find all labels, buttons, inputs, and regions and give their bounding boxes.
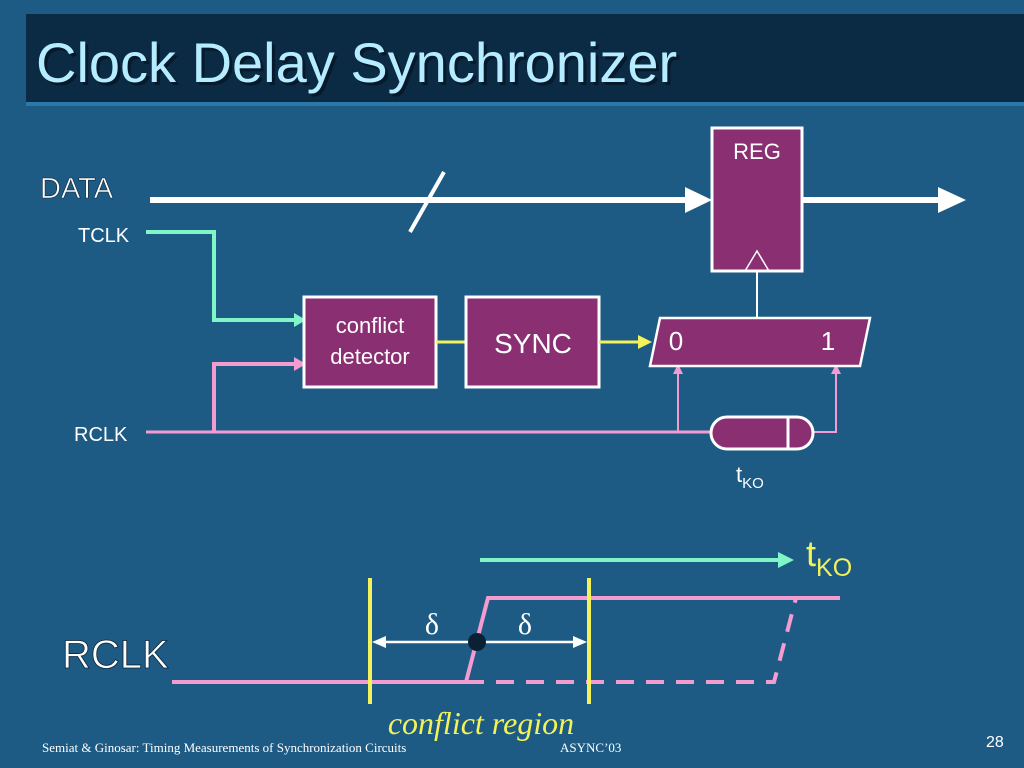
delayed-rclk-wire — [812, 372, 837, 433]
tclk-label: TCLK — [78, 225, 130, 247]
data-label: DATA — [40, 173, 114, 205]
bus-slash — [408, 171, 446, 233]
delay-label: tKO — [736, 462, 764, 492]
rclk-label: RCLK — [74, 424, 128, 446]
reg-label: REG — [733, 139, 781, 164]
conflict-detector-block — [302, 295, 438, 389]
edge-dot — [468, 633, 486, 651]
conflict-detector-line2: detector — [330, 344, 410, 369]
timing-rclk-label: RCLK — [62, 633, 169, 677]
slide-title: Clock Delay Synchronizer — [36, 31, 678, 94]
rclk-detector-arrowhead — [294, 357, 306, 371]
clock-input-triangle — [744, 249, 770, 272]
tko-label: tKO — [806, 533, 852, 582]
sync-label: SYNC — [494, 328, 572, 359]
title-underline — [26, 102, 1024, 106]
delta-arrow-right — [573, 636, 587, 648]
footer-conference: ASYNC’03 — [560, 740, 622, 755]
sync-arrowhead — [638, 335, 652, 349]
delta-arrow-left — [372, 636, 386, 648]
delta-right: δ — [518, 608, 532, 641]
output-arrowhead — [938, 187, 966, 213]
conflict-detector-line1: conflict — [336, 313, 404, 338]
title-bar — [26, 14, 1024, 102]
data-arrowhead — [685, 187, 712, 213]
mux0-arrowhead — [673, 364, 683, 374]
tclk-arrowhead — [294, 313, 306, 327]
mux-input-1: 1 — [821, 326, 835, 356]
delay-element — [709, 415, 815, 451]
page-number: 28 — [986, 734, 1004, 751]
footer-authors: Semiat & Ginosar: Timing Measurements of… — [42, 740, 407, 755]
tclk-wire — [146, 230, 296, 322]
mux1-arrowhead — [831, 364, 841, 374]
conflict-region-label: conflict region — [388, 705, 574, 741]
rclk-to-detector-wire — [212, 362, 296, 432]
mux-input-0: 0 — [669, 326, 683, 356]
mux-block — [648, 316, 872, 368]
delta-left: δ — [425, 608, 439, 641]
sync-block — [464, 295, 601, 389]
tko-arrowhead — [778, 552, 794, 568]
delayed-rclk-waveform — [466, 597, 798, 684]
